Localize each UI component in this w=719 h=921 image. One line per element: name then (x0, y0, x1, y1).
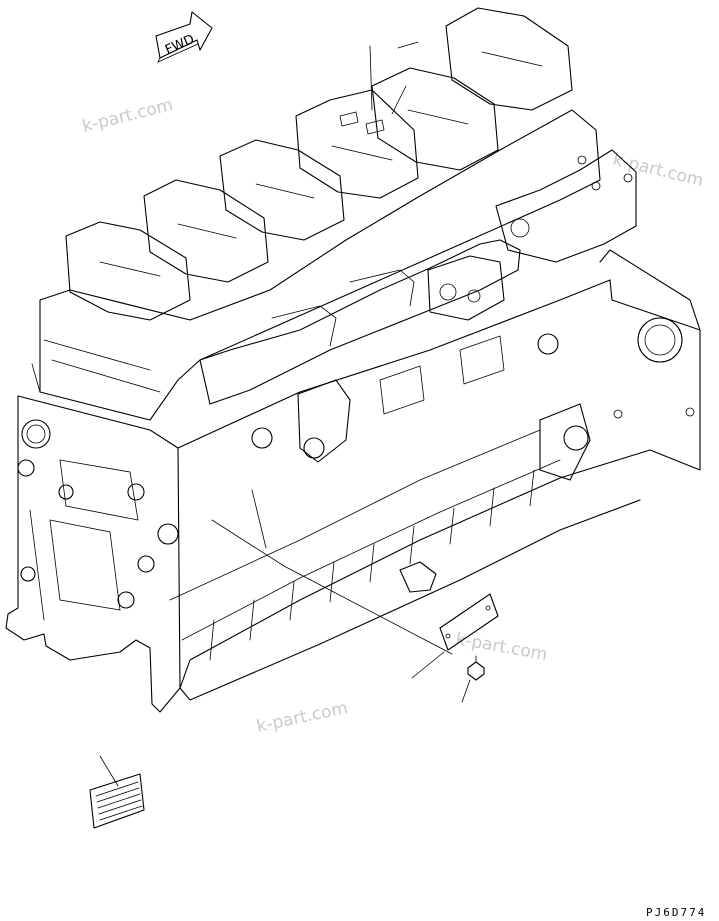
watermark: k-part.com (255, 698, 350, 737)
leader-line (411, 651, 445, 679)
leader-line (99, 755, 119, 787)
cylinder-head-covers (65, 7, 573, 321)
leader-line (251, 489, 267, 549)
leader-line (211, 519, 453, 655)
exhaust-manifold (199, 149, 637, 405)
leader-line (461, 679, 471, 703)
cylinder-head (39, 109, 601, 421)
watermark: k-part.com (454, 629, 549, 665)
side-components (251, 333, 591, 481)
engine-block (5, 249, 701, 713)
drawing-number: PJ6D774 (646, 906, 706, 919)
watermark: k-part.com (80, 95, 175, 137)
leader-line (369, 45, 373, 111)
leader-line (397, 41, 419, 49)
fwd-arrow-icon: FWD (155, 11, 213, 63)
watermark: k-part.com (611, 149, 706, 191)
rivet-icon (467, 655, 485, 681)
leader-line (391, 85, 407, 115)
fwd-label: FWD (163, 32, 197, 58)
nameplate (439, 593, 499, 651)
caution-label-icon (89, 773, 145, 829)
